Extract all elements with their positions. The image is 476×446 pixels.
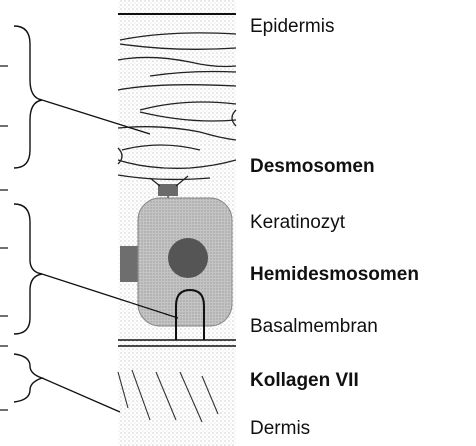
keratinocyte-nucleus: [168, 238, 208, 278]
desmosome-plaque: [158, 184, 178, 196]
brace-epidermis: [14, 26, 42, 168]
label-kollagen-vii: Kollagen VII: [250, 370, 359, 392]
label-basalmembran: Basalmembran: [250, 316, 378, 338]
brace-dermis: [14, 354, 42, 402]
label-keratinozyt: Keratinozyt: [250, 212, 345, 234]
label-hemidesmosomen: Hemidesmosomen: [250, 264, 419, 286]
label-epidermis: Epidermis: [250, 16, 334, 38]
braces: [14, 26, 42, 402]
lateral-junction: [120, 246, 138, 282]
label-dermis: Dermis: [250, 418, 310, 440]
left-ticks: [0, 66, 8, 410]
brace-keratinocyte: [14, 204, 42, 334]
label-desmosomen: Desmosomen: [250, 156, 375, 178]
